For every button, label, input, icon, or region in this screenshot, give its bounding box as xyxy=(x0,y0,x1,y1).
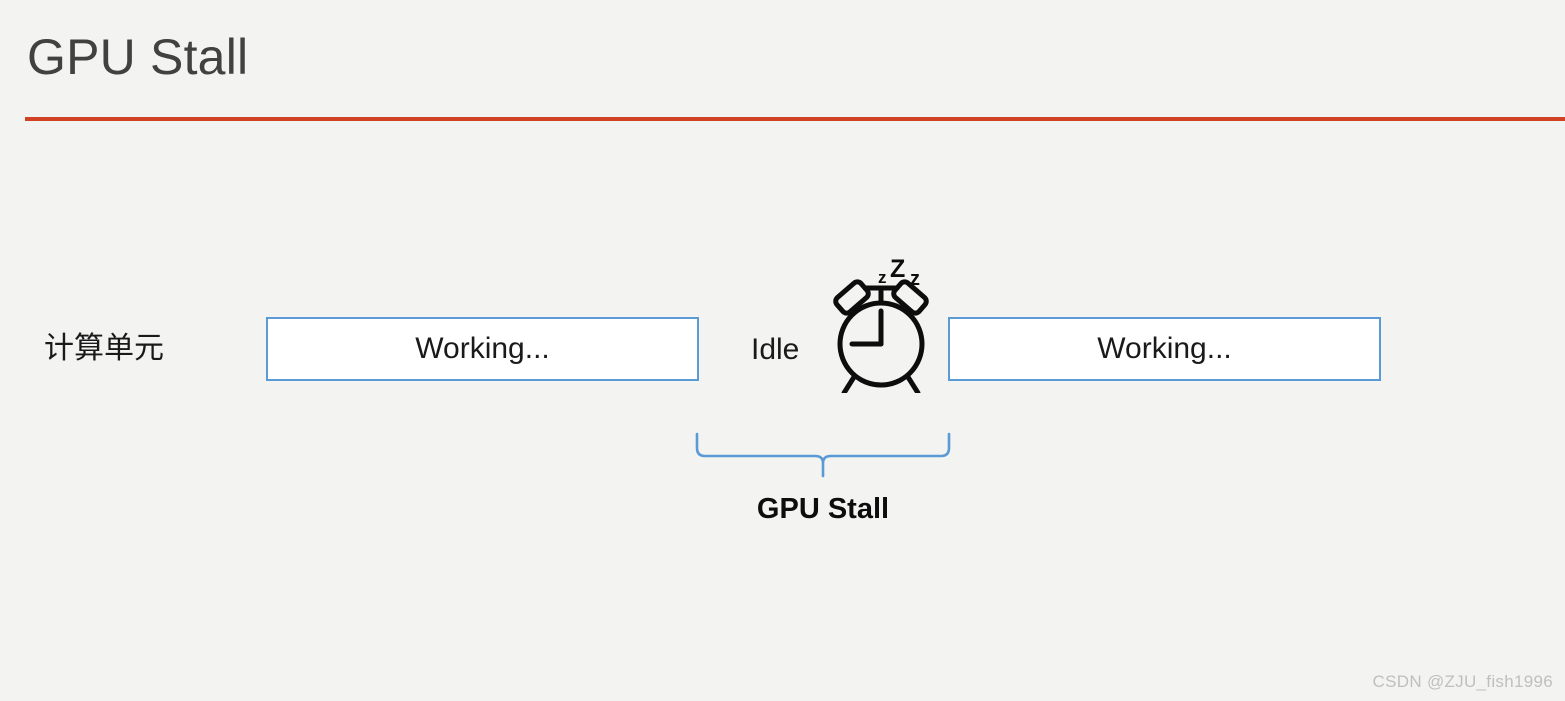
watermark-text: CSDN @ZJU_fish1996 xyxy=(1372,672,1553,691)
working-segment-1: Working... xyxy=(266,317,699,381)
working-segment-1-label: Working... xyxy=(415,332,550,365)
gpu-stall-brace xyxy=(690,432,956,478)
gpu-stall-caption: GPU Stall xyxy=(756,493,890,525)
page-title: GPU Stall xyxy=(27,29,249,85)
sleep-mark-z-medium: z xyxy=(910,268,920,290)
title-underline-rule xyxy=(25,117,1565,121)
working-segment-2: Working... xyxy=(948,317,1381,381)
idle-segment-label: Idle xyxy=(751,333,800,366)
alarm-clock-sleeping-icon: z Z z xyxy=(826,253,946,396)
sleep-mark-z-large: Z xyxy=(890,255,905,283)
sleep-mark-z-small: z xyxy=(878,268,887,287)
timeline-row-label: 计算单元 xyxy=(44,332,164,365)
working-segment-2-label: Working... xyxy=(1097,332,1232,365)
